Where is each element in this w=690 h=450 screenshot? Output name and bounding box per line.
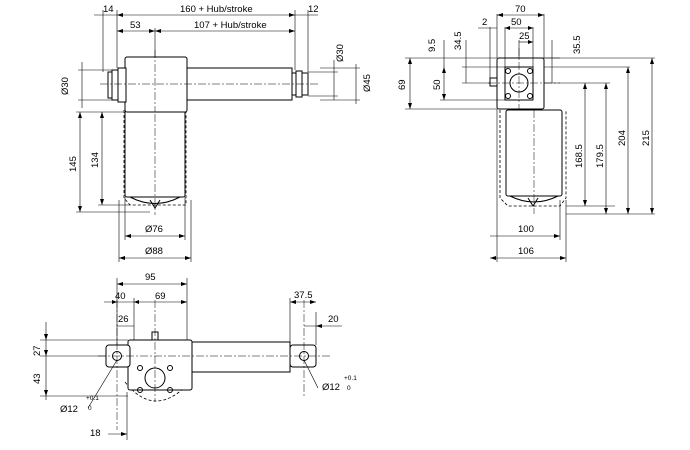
dim-tol-zero-right: 0: [347, 385, 351, 392]
front-gearbox: [124, 56, 188, 113]
dim-label-bot-dia12-left: Ø12: [60, 404, 78, 415]
bottom-view: [98, 300, 330, 430]
dim-label-side-35-5: 35.5: [572, 36, 583, 55]
dim-label-53: 53: [130, 20, 141, 31]
dim-label-bot-27: 27: [32, 345, 43, 356]
dim-label-bot-26: 26: [118, 314, 129, 325]
dim-label-side-70: 70: [515, 4, 526, 15]
dim-label-side-50-top: 50: [511, 17, 522, 28]
front-view: [100, 50, 320, 215]
dim-label-bot-20: 20: [328, 314, 339, 325]
dim-label-107-stroke: 107 + Hub/stroke: [194, 20, 267, 31]
side-screw-tr: [527, 68, 533, 74]
dim-tol-plus-left: +0.1: [86, 395, 99, 402]
dim-label-side-100: 100: [518, 224, 534, 235]
dim-tol-zero-left: 0: [88, 405, 92, 412]
front-rear-clevis-neck: [117, 67, 127, 103]
dim-label-side-106: 106: [518, 246, 534, 257]
dim-label-14: 14: [103, 4, 114, 15]
dim-label-side-215: 215: [641, 130, 652, 146]
dim-label-dia76: Ø76: [145, 224, 163, 235]
side-view: [488, 48, 567, 214]
dim-label-bot-43: 43: [32, 373, 43, 384]
side-dimensions: 70 2 50 25 9.5 34.5 35.5 69: [397, 4, 655, 262]
side-screw-tl: [505, 68, 511, 74]
front-rear-clevis-ring: [111, 69, 119, 101]
dim-label-12: 12: [308, 4, 319, 15]
bottom-extension-tube: [191, 341, 291, 373]
dim-label-bot-69: 69: [155, 291, 166, 302]
dim-label-side-2: 2: [482, 17, 487, 28]
dim-label-side-69: 69: [397, 79, 408, 90]
bottom-gearbox: [127, 339, 193, 391]
side-screw-br: [527, 93, 533, 99]
dim-label-bot-95: 95: [145, 272, 156, 283]
dim-label-side-34-5: 34.5: [453, 32, 464, 51]
dim-label-side-9-5: 9.5: [427, 39, 438, 52]
dim-label-bot-40: 40: [115, 291, 126, 302]
dim-label-160-stroke: 160 + Hub/stroke: [180, 4, 253, 15]
dim-tol-plus-right: +0.1: [344, 375, 357, 382]
side-screw-bl: [505, 93, 511, 99]
front-dimensions: 14 160 + Hub/stroke 12 53 107 + Hub/stro…: [60, 4, 373, 262]
dim-label-bot-18: 18: [90, 428, 101, 439]
dim-label-dia45: Ø45: [362, 74, 373, 92]
dim-label-dia30-left: Ø30: [60, 77, 71, 95]
dim-label-145: 145: [68, 156, 79, 172]
dim-label-side-204: 204: [617, 130, 628, 146]
dim-label-dia88: Ø88: [145, 246, 163, 257]
dim-label-side-179-5: 179.5: [595, 144, 606, 168]
dim-label-side-168-5: 168.5: [574, 144, 585, 168]
dim-label-bot-dia12-right: Ø12: [322, 382, 340, 393]
dim-label-bot-37-5: 37.5: [294, 290, 313, 301]
dim-label-dia30-right: Ø30: [335, 44, 346, 62]
dim-label-side-25: 25: [519, 31, 530, 42]
dim-label-side-50-left: 50: [432, 79, 443, 90]
side-nipple: [489, 77, 498, 87]
bottom-dimensions: 95 40 69 26 27 43 Ø12 +0.1 0 18: [32, 272, 357, 440]
dim-label-134: 134: [90, 152, 101, 168]
